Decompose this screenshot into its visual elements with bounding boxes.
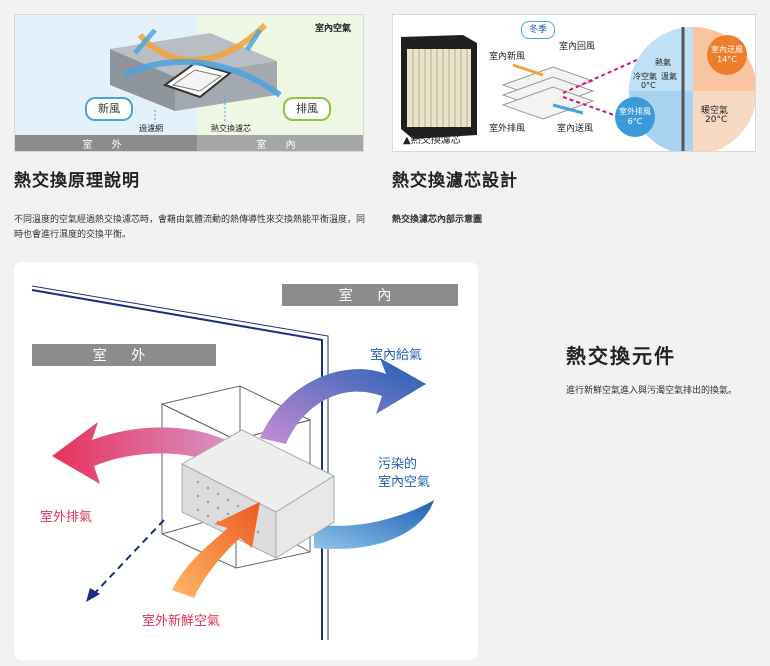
- outdoor-exhaust-label: 室外排氣: [40, 510, 93, 525]
- heat-core-label: 熱交換濾芯: [211, 124, 251, 133]
- indoor-bar-label: 室 內: [256, 140, 304, 151]
- core-caption: ▲熱交換濾芯: [403, 135, 461, 146]
- exhaust-temp: 6°C: [627, 117, 643, 126]
- fresh-air-badge: 新風: [85, 97, 133, 121]
- filter-net-label: 過濾網: [139, 124, 163, 133]
- fresh-air-label: 室內新風: [489, 52, 526, 62]
- element-illustration: [31, 284, 458, 640]
- exhaust-badge: 排風: [283, 97, 331, 121]
- principle-illustration: [15, 15, 363, 151]
- winter-badge: 冬季: [521, 21, 555, 39]
- supply-temp: 14°C: [717, 55, 737, 64]
- outdoor-bar-label: 室 外: [82, 140, 130, 151]
- return-air-label: 室內回風: [559, 42, 596, 52]
- section-description: 進行新鮮空氣進入與污濁空氣排出的換氣。: [566, 386, 738, 396]
- polluted-air-line1: 污染的: [378, 457, 418, 472]
- cold-temp: 0°C: [641, 81, 656, 90]
- exhaust-badge-label: 室外排風: [619, 107, 651, 116]
- polluted-air-label: 污染的 室內空氣: [378, 456, 430, 492]
- supply-badge: 室內送風 14°C: [707, 35, 747, 75]
- supply-badge-label: 室內送風: [711, 45, 743, 54]
- core-design-diagram: 冬季 室內回風 室內新風 室外排風 室內送風 ▲熱交換濾芯 室內送風 14°C …: [392, 14, 756, 152]
- principle-title: 熱交換原理說明: [14, 171, 140, 191]
- indoor-supply-label: 室內給氣: [370, 348, 423, 363]
- outdoor-fresh-air-label: 室外新鮮空氣: [142, 614, 221, 629]
- supply-air-label: 室內送風: [557, 124, 594, 134]
- core-design-description: 熱交換濾芯內部示意圖: [392, 215, 483, 225]
- cold-air-label: 冷空氣: [633, 72, 657, 81]
- hot-air-label: 熱氣: [655, 58, 671, 67]
- warm-temp: 20°C: [705, 115, 728, 125]
- warm-air-label: 暖空氣: [701, 106, 729, 116]
- principle-diagram: 室內空氣 新風 排風 過濾網 熱交換濾芯 室 外 室 內: [14, 14, 364, 152]
- section-title: 熱交換元件: [566, 344, 676, 368]
- exhaust-badge: 室外排風 6°C: [615, 97, 655, 137]
- outdoor-bar-label: 室 外: [92, 348, 156, 364]
- fresh-air-label: 新風: [98, 102, 120, 115]
- indoor-bar-label: 室 內: [338, 288, 402, 304]
- principle-description: 不同溫度的空氣經過熱交換濾芯時，會藉由氣體流動的熱傳導性來交換熱能平衡溫度，同時…: [14, 215, 366, 240]
- exhaust-label: 排風: [296, 102, 318, 115]
- indoor-air-label: 室內空氣: [315, 24, 352, 34]
- winter-label: 冬季: [528, 25, 547, 35]
- outdoor-exhaust-label: 室外排風: [489, 124, 526, 134]
- warm-air-small-label: 溫氣: [661, 72, 677, 81]
- core-design-title: 熱交換濾芯設計: [392, 171, 518, 191]
- polluted-air-line2: 室內空氣: [378, 475, 431, 490]
- heat-exchange-element-diagram: 室 內 室 外 室內給氣 污染的 室內空氣 室外排氣 室外新鮮空氣: [14, 262, 478, 660]
